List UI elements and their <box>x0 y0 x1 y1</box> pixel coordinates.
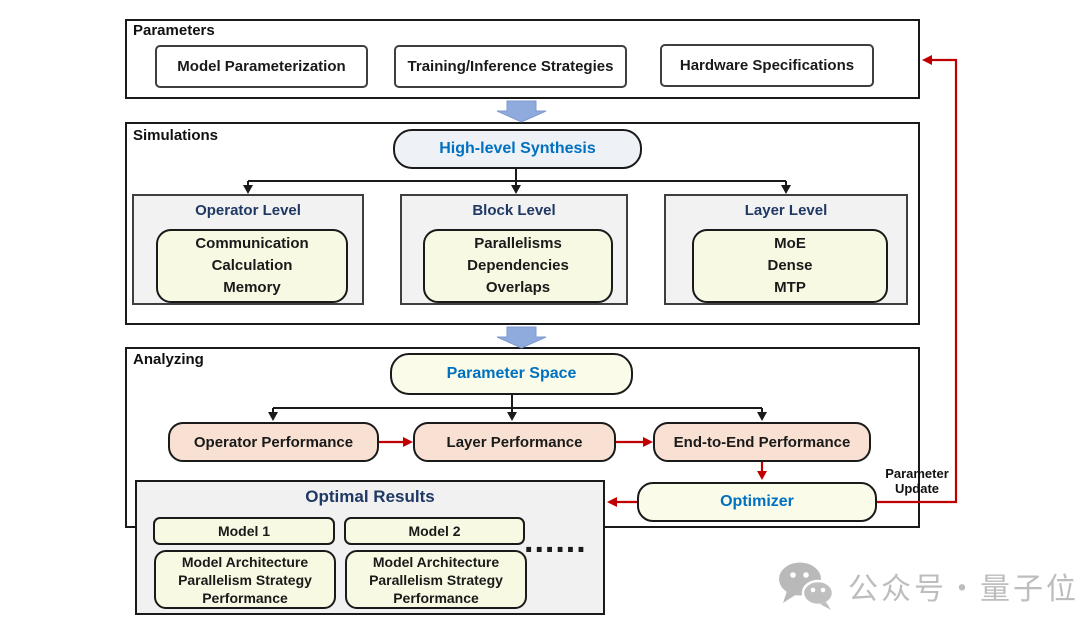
training-inference-strategies-box: Training/Inference Strategies <box>394 45 627 88</box>
parameter-space-box: Parameter Space <box>390 353 633 395</box>
watermark: 公众号・量子位 <box>776 562 1079 610</box>
level-item: Dense <box>767 257 813 274</box>
end-to-end-performance-box: End-to-End Performance <box>653 422 871 462</box>
block-level-title: Block Level <box>472 202 556 219</box>
level-item: Overlaps <box>485 279 551 296</box>
optimal-results-panel: Optimal Results Model 1 Model 2 Model Ar… <box>135 480 605 615</box>
operator-level-items-box: Communication Calculation Memory <box>156 229 348 303</box>
model-2-detail-box: Model Architecture Parallelism Strategy … <box>345 550 527 609</box>
hardware-specifications-box: Hardware Specifications <box>660 44 874 87</box>
optimizer-box: Optimizer <box>637 482 877 522</box>
high-level-synthesis-box: High-level Synthesis <box>393 129 642 169</box>
wechat-icon <box>779 562 835 610</box>
model-parameterization-box: Model Parameterization <box>155 45 368 88</box>
operator-level-title: Operator Level <box>195 202 301 219</box>
more-models-ellipsis: ...... <box>524 522 587 560</box>
level-item: MTP <box>774 279 806 296</box>
level-item: Parallelisms <box>474 235 562 252</box>
flow-arrow-down-1 <box>496 100 547 123</box>
model-1-detail-box: Model Architecture Parallelism Strategy … <box>154 550 336 609</box>
operator-performance-box: Operator Performance <box>168 422 379 462</box>
layer-level-panel: Layer Level MoE Dense MTP <box>664 194 908 305</box>
parameter-update-label: Parameter Update <box>885 466 949 496</box>
simulations-section-title: Simulations <box>133 127 219 144</box>
model-2-box: Model 2 <box>344 517 525 545</box>
level-item: Communication <box>195 235 309 252</box>
block-level-panel: Block Level Parallelisms Dependencies Ov… <box>400 194 628 305</box>
layer-level-title: Layer Level <box>744 202 828 219</box>
layer-performance-box: Layer Performance <box>413 422 616 462</box>
analyzing-section-title: Analyzing <box>133 351 204 368</box>
level-item: Calculation <box>211 257 293 274</box>
block-level-items-box: Parallelisms Dependencies Overlaps <box>423 229 613 303</box>
model-1-box: Model 1 <box>153 517 335 545</box>
level-item: MoE <box>774 235 806 252</box>
level-item: Dependencies <box>467 257 569 274</box>
watermark-text: 公众号・量子位 <box>848 573 1079 606</box>
level-item: Memory <box>223 279 281 296</box>
layer-level-items-box: MoE Dense MTP <box>692 229 888 303</box>
parameters-section-title: Parameters <box>133 22 215 39</box>
flow-arrow-down-2 <box>496 326 547 349</box>
optimal-results-title: Optimal Results <box>305 487 435 506</box>
operator-level-panel: Operator Level Communication Calculation… <box>132 194 364 305</box>
